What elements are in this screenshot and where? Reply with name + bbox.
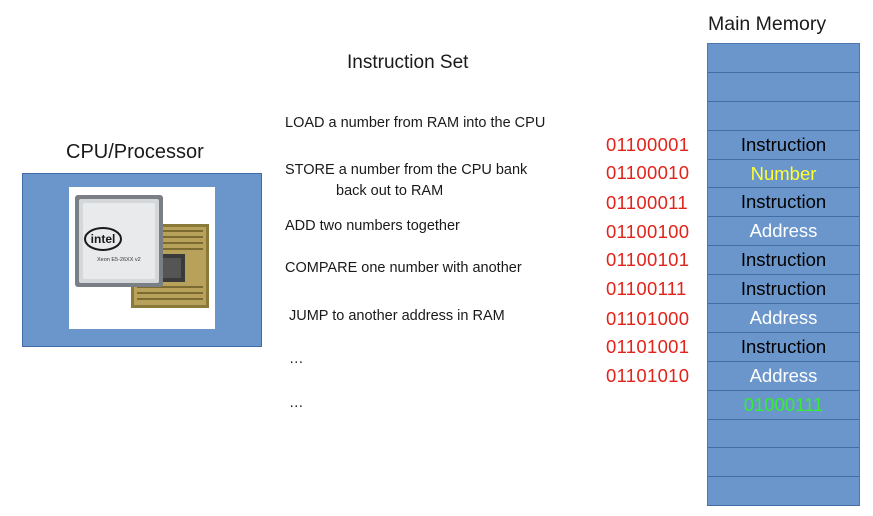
instruction-load: LOAD a number from RAM into the CPU (285, 115, 546, 131)
instruction-compare: COMPARE one number with another (285, 260, 522, 276)
memory-cell: 01000111 (708, 390, 859, 420)
cpu-box: intel Xeon E5-26XX v2 (22, 173, 262, 347)
svg-text:intel: intel (91, 232, 116, 246)
memory-cell (708, 448, 859, 478)
memory-cell: Instruction (708, 130, 859, 160)
memory-cell: Instruction (708, 332, 859, 362)
memory-cell (708, 477, 859, 507)
instruction-store-cont: back out to RAM (336, 183, 444, 199)
main-memory-title: Main Memory (708, 13, 827, 35)
instruction-ellipsis-2: … (289, 395, 304, 411)
memory-cell: Address (708, 361, 859, 391)
address-label: 01100100 (606, 221, 690, 242)
address-label: 01100111 (606, 278, 687, 299)
memory-cell: Number (708, 159, 859, 189)
address-label: 01101001 (606, 336, 690, 357)
instruction-ellipsis-1: … (289, 351, 304, 367)
instruction-set-title: Instruction Set (347, 52, 469, 73)
memory-cell: Instruction (708, 246, 859, 276)
memory-cell: Instruction (708, 275, 859, 305)
instruction-add: ADD two numbers together (285, 218, 460, 234)
cpu-chip-icon: intel Xeon E5-26XX v2 (69, 187, 215, 329)
memory-cell (708, 101, 859, 131)
instruction-jump: JUMP to another address in RAM (289, 308, 505, 324)
memory-cell (708, 44, 859, 73)
memory-cell (708, 419, 859, 449)
cpu-title: CPU/Processor (66, 141, 204, 163)
svg-text:Xeon E5-26XX v2: Xeon E5-26XX v2 (97, 257, 141, 263)
address-label: 01100010 (606, 162, 690, 183)
address-label: 01100101 (606, 249, 690, 270)
memory-cell: Instruction (708, 188, 859, 218)
address-label: 01101000 (606, 308, 690, 329)
memory-cell (708, 72, 859, 102)
address-label: 01100011 (606, 192, 688, 213)
address-label: 01100001 (606, 134, 690, 155)
instruction-store: STORE a number from the CPU bank (285, 162, 528, 178)
memory-cell: Address (708, 217, 859, 247)
memory-cell: Address (708, 304, 859, 333)
address-label: 01101010 (606, 365, 690, 386)
